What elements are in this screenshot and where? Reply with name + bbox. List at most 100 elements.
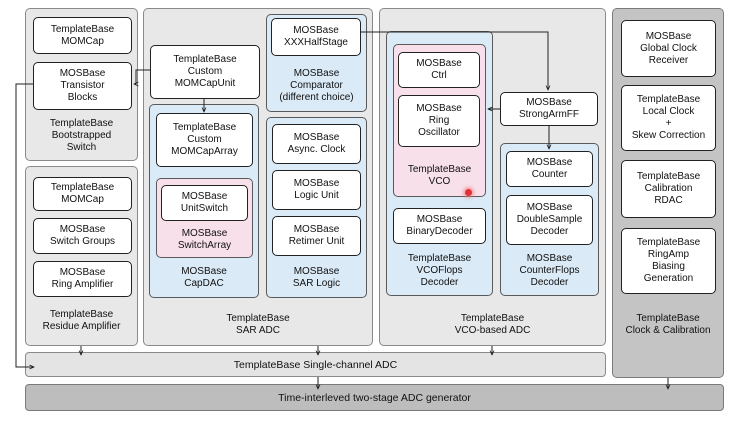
capdac-label: MOSBase CapDAC: [149, 262, 259, 294]
switch-groups-box: MOSBase Switch Groups: [33, 218, 132, 254]
box-line: TemplateBase: [173, 54, 237, 65]
box-line: Switch Groups: [49, 236, 116, 247]
box-line: TemplateBase: [50, 23, 115, 35]
box-line: TemplateBase: [636, 94, 701, 105]
label-line: SAR Logic: [292, 278, 341, 289]
box-line: Retimer Unit: [288, 236, 345, 247]
box-line: MOSBase: [416, 58, 462, 69]
box-line: XXXHalfStage: [284, 37, 348, 48]
box-line: MOSBase: [181, 191, 228, 202]
counterflops-label: MOSBase CounterFlops Decoder: [500, 250, 599, 292]
label-line: Clock & Calibration: [625, 325, 711, 336]
label-line: Decoder: [530, 277, 569, 288]
box-line: MOSBase: [526, 202, 573, 213]
label-line: Decoder: [420, 277, 459, 288]
box-line: MOSBase: [59, 224, 106, 235]
residue-momcap-box: TemplateBase MOMCap: [33, 177, 132, 211]
label-line: MOSBase: [181, 266, 227, 277]
ring-oscillator-box: MOSBase Ring Oscillator: [398, 95, 480, 147]
box-line: Counter: [531, 169, 568, 180]
label-line: TemplateBase: [460, 313, 525, 324]
box-line: TemplateBase: [50, 182, 115, 193]
local-clock-box: TemplateBase Local Clock + Skew Correcti…: [621, 85, 716, 151]
vcoflops-label: TemplateBase VCOFlops Decoder: [386, 250, 493, 292]
label-line: Comparator: [290, 80, 343, 91]
bar-label: TemplateBase Single-channel ADC: [233, 358, 398, 371]
box-line: Skew Correction: [631, 130, 706, 141]
arrow-transistor-to-single-channel: [15, 83, 34, 367]
box-line: Calibration: [644, 183, 693, 194]
box-line: Receiver: [648, 54, 689, 66]
box-line: TemplateBase: [636, 171, 701, 182]
label-line: VCO: [428, 176, 451, 187]
counter-box: MOSBase Counter: [506, 151, 593, 187]
box-line: MOSBase: [59, 68, 106, 79]
box-line: +: [665, 118, 672, 129]
box-line: MOSBase: [293, 25, 339, 36]
sar-adc-label: TemplateBase SAR ADC: [143, 310, 373, 340]
async-clock-box: MOSBase Async. Clock: [272, 124, 361, 164]
doublesample-decoder-box: MOSBase DoubleSample Decoder: [506, 195, 593, 245]
bootstrapped-switch-label: TemplateBase Bootstrapped Switch: [25, 115, 138, 157]
box-line: StrongArmFF: [518, 109, 579, 120]
box-line: MOMCap: [61, 35, 104, 47]
clock-calibration-label: TemplateBase Clock & Calibration: [612, 310, 724, 340]
label-line: TemplateBase: [226, 313, 290, 324]
comparator-label: MOSBase Comparator (different choice): [266, 64, 367, 108]
label-line: VCOFlops: [416, 265, 463, 276]
box-line: RingAmp: [647, 249, 690, 260]
time-interleaved-bar: Time-interleved two-stage ADC generator: [25, 384, 724, 411]
box-line: Biasing: [652, 261, 685, 272]
box-line: UnitSwitch: [180, 203, 229, 214]
arrow-halfstage-to-strongarm: [361, 31, 548, 90]
box-line: MOSBase: [526, 157, 573, 168]
box-line: Ring: [428, 115, 450, 126]
retimer-unit-box: MOSBase Retimer Unit: [272, 216, 361, 256]
vco-label: TemplateBase VCO: [393, 161, 486, 191]
global-clock-box: MOSBase Global Clock Receiver: [621, 20, 716, 77]
label-line: SwitchArray: [177, 240, 232, 251]
label-line: Switch: [66, 142, 97, 153]
box-line: MOMCapArray: [171, 146, 238, 157]
box-line: MOSBase: [59, 267, 106, 278]
binary-decoder-box: MOSBase BinaryDecoder: [393, 208, 486, 244]
halfstage-box: MOSBase XXXHalfStage: [271, 18, 361, 56]
vco-adc-label: TemplateBase VCO-based ADC: [379, 310, 606, 340]
ring-amplifier-box: MOSBase Ring Amplifier: [33, 261, 132, 297]
transistor-blocks-box: MOSBase Transistor Blocks: [33, 62, 132, 110]
label-line: MOSBase: [293, 68, 340, 79]
box-line: Blocks: [67, 92, 98, 103]
box-line: MOSBase: [293, 178, 340, 189]
label-line: (different choice): [279, 92, 354, 103]
box-line: MOSBase: [416, 103, 462, 114]
box-line: MOSBase: [293, 132, 340, 143]
label-line: MOSBase: [181, 228, 228, 239]
bootstrapped-momcap-box: TemplateBase MOMCap: [33, 17, 132, 54]
box-line: Ctrl: [431, 70, 447, 81]
label-line: TemplateBase: [49, 309, 114, 320]
calibration-rdac-box: TemplateBase Calibration RDAC: [621, 160, 716, 218]
label-line: TemplateBase: [407, 164, 472, 175]
arrow-momcapunit-to-transistor: [134, 69, 150, 84]
box-line: RDAC: [654, 195, 683, 206]
unitswitch-box: MOSBase UnitSwitch: [161, 185, 248, 221]
box-line: Generation: [643, 273, 694, 284]
label-line: VCO-based ADC: [454, 325, 531, 336]
logic-unit-box: MOSBase Logic Unit: [272, 170, 361, 210]
ringamp-biasing-box: TemplateBase RingAmp Biasing Generation: [621, 228, 716, 294]
label-line: CounterFlops: [519, 265, 580, 276]
switcharray-label: MOSBase SwitchArray: [156, 225, 253, 255]
box-line: MOSBase: [526, 97, 572, 108]
label-line: MOSBase: [293, 266, 340, 277]
box-line: Transistor: [60, 80, 105, 91]
box-line: TemplateBase: [636, 237, 701, 248]
box-line: MOSBase: [293, 224, 340, 235]
single-channel-adc-bar: TemplateBase Single-channel ADC: [25, 352, 606, 377]
label-line: MOSBase: [526, 253, 573, 264]
box-line: Decoder: [530, 226, 569, 237]
marker-dot: [465, 189, 472, 196]
box-line: Global Clock: [640, 42, 697, 54]
label-line: CapDAC: [184, 278, 224, 289]
box-line: MOMCap: [61, 194, 104, 205]
